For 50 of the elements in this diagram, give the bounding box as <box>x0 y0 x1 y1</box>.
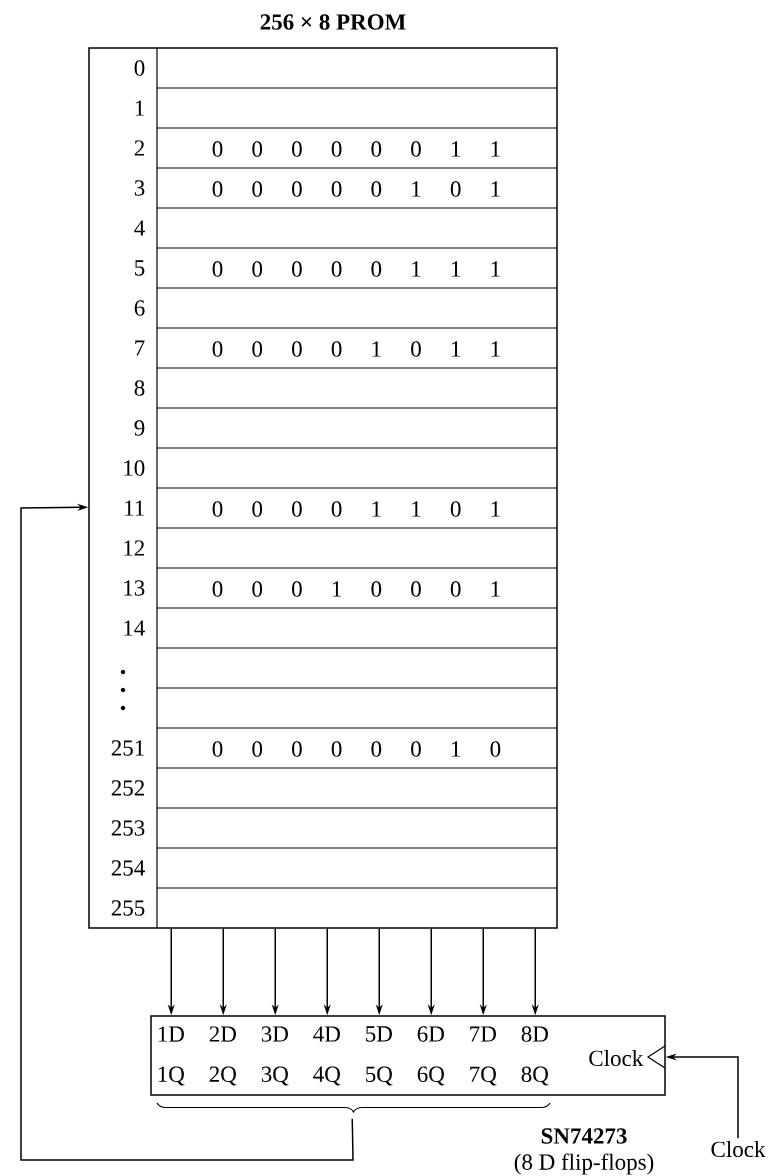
address-label: 2 <box>134 140 144 156</box>
pin-label: 2Q <box>209 1066 237 1086</box>
address-label: 14 <box>124 620 145 636</box>
pin-label: 1D <box>158 1026 184 1042</box>
prom-box <box>88 47 558 929</box>
pin-label: 7D <box>470 1026 496 1042</box>
address-label: 7 <box>135 340 145 356</box>
pin-label: 2D <box>209 1026 236 1042</box>
chip-caption: SN74273 <box>541 1128 627 1144</box>
data-word: 0 0 0 0 0 1 1 1 <box>212 261 500 277</box>
address-label: 4 <box>134 220 145 236</box>
address-label: 13 <box>124 580 145 596</box>
pin-label: 8D <box>521 1026 548 1042</box>
address-label: 10 <box>124 460 145 476</box>
address-label: 3 <box>134 180 145 196</box>
title: 256 × 8 PROM <box>260 14 406 30</box>
address-label: 5 <box>135 260 145 276</box>
data-word: 0 0 0 0 0 1 0 1 <box>212 181 500 197</box>
pin-label: 3Q <box>261 1066 289 1086</box>
arrow <box>20 503 354 1161</box>
data-word: 0 0 0 0 0 0 1 0 <box>212 741 501 757</box>
data-word: 0 0 0 1 0 0 0 1 <box>212 581 500 597</box>
address-label: 255 <box>111 900 145 916</box>
pin-label: 1Q <box>158 1066 185 1086</box>
pin-label: Clock <box>589 1049 644 1067</box>
pin-label: 5D <box>366 1026 392 1042</box>
address-label: 9 <box>134 420 145 436</box>
pin-label: 6D <box>417 1026 444 1042</box>
address-label: 12 <box>124 540 144 556</box>
data-word: 0 0 0 0 1 0 1 1 <box>212 341 500 357</box>
address-label: 11 <box>125 500 144 516</box>
address-label: 253 <box>111 820 145 836</box>
address-label: 252 <box>111 780 144 796</box>
address-label: 6 <box>134 300 145 316</box>
pin-label: 6Q <box>417 1066 445 1086</box>
address-label: 0 <box>134 60 145 76</box>
pin-label: 4D <box>313 1026 340 1042</box>
pin-label: 3D <box>261 1026 288 1042</box>
address-label: 251 <box>111 740 144 756</box>
chip-caption: (8 D flip-flops) <box>514 1153 654 1175</box>
pin-label: 4Q <box>313 1066 341 1086</box>
data-word: 0 0 0 0 1 1 0 1 <box>212 501 500 517</box>
pin-label: 5Q <box>366 1066 393 1086</box>
clock-label: Clock <box>711 1140 766 1158</box>
data-word: 0 0 0 0 0 0 1 1 <box>212 141 500 157</box>
address-label: 1 <box>135 100 144 116</box>
address-label: 8 <box>134 380 145 396</box>
address-label: 254 <box>111 860 145 876</box>
pin-label: 8Q <box>521 1066 549 1086</box>
pin-label: 7Q <box>470 1066 497 1086</box>
